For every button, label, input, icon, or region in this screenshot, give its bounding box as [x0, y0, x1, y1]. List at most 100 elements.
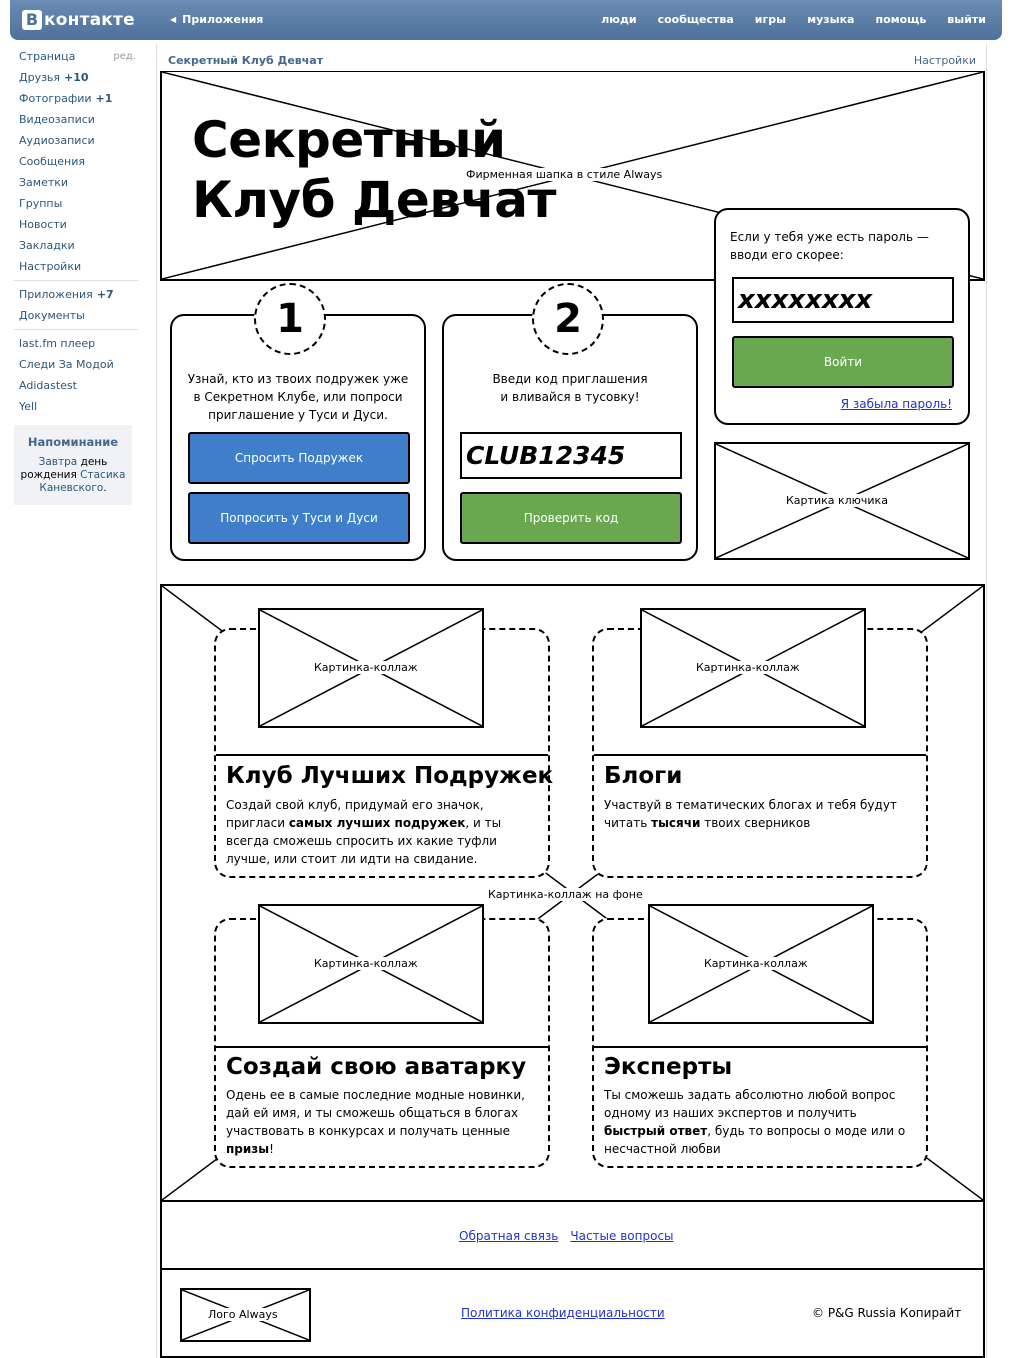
reminder-text: . — [103, 482, 107, 494]
app-settings-link[interactable]: Настройки — [913, 54, 976, 67]
apps-back-link[interactable]: ◀ Приложения — [170, 13, 263, 26]
collage-image-placeholder: Картинка-коллаж — [258, 904, 484, 1024]
logo-label: Лого Always — [204, 1308, 282, 1321]
banner-title: Секретный Клуб Девчат — [192, 110, 557, 230]
feature-text: Участвуй в тематических блогах и тебя бу… — [604, 798, 897, 830]
step2-text-line: Введи код приглашения — [492, 372, 648, 386]
footer — [160, 1200, 985, 1358]
invite-code-input[interactable]: CLUB12345 — [460, 432, 682, 479]
step2-number: 2 — [532, 283, 604, 355]
feature-divider — [216, 754, 548, 756]
footer-links: Обратная связь Частые вопросы — [459, 1229, 674, 1243]
login-button[interactable]: Войти — [732, 336, 954, 388]
menu-divider — [14, 329, 138, 330]
step1-text: Узнай, кто из твоих подружек уже в Секре… — [187, 372, 409, 422]
feature-title: Эксперты — [604, 1054, 733, 1080]
collage-image-label: Картинка-коллаж — [692, 661, 804, 674]
collage-image-placeholder: Картинка-коллаж — [258, 608, 484, 728]
feature-text: Создай свой клуб, придумай его значок, п… — [226, 798, 502, 866]
menu-item-apps[interactable]: Приложения+7 — [14, 284, 138, 305]
menu-count: +1 — [95, 92, 113, 105]
reminder-date-link[interactable]: Завтра — [38, 456, 78, 468]
feature-title: Создай свою аватарку — [226, 1054, 527, 1080]
menu-label: Приложения — [19, 288, 93, 301]
key-image-placeholder: Картика ключика — [714, 442, 970, 560]
menu-count: +7 — [96, 288, 114, 301]
step2-text: Введи код приглашения и вливайся в тусов… — [456, 370, 684, 406]
chevron-left-icon: ◀ — [170, 15, 177, 24]
privacy-policy-link[interactable]: Политика конфиденциальности — [461, 1306, 665, 1320]
menu-item-page[interactable]: Страница ред. — [14, 46, 138, 67]
forgot-password-link[interactable]: Я забыла пароль! — [840, 397, 952, 411]
collage-background-label: Картинка-коллаж на фоне — [484, 888, 647, 901]
menu-item-documents[interactable]: Документы — [19, 309, 85, 322]
left-menu: Страница ред. Друзья+10 Фотографии+1 Вид… — [14, 46, 138, 417]
reminder-name-link[interactable]: Стасика — [80, 469, 126, 481]
menu-item-adidastest[interactable]: Adidastest — [19, 379, 77, 392]
logo-word: контакте — [44, 10, 135, 30]
feature-divider — [594, 754, 926, 756]
menu-item-yell[interactable]: Yell — [19, 400, 38, 413]
menu-label: Фотографии — [19, 92, 92, 105]
banner-placeholder-label: Фирменная шапка в стиле Always — [462, 168, 667, 181]
edit-link[interactable]: ред. — [113, 51, 136, 62]
nav-music[interactable]: музыка — [807, 13, 855, 26]
collage-image-placeholder: Картинка-коллаж — [640, 608, 866, 728]
always-logo-placeholder: Лого Always — [180, 1288, 311, 1342]
menu-item-groups[interactable]: Группы — [19, 197, 63, 210]
menu-item-audio[interactable]: Аудиозаписи — [19, 134, 95, 147]
reminder-box: Напоминание Завтра день рождения Стасика… — [14, 425, 132, 505]
menu-label: Друзья — [19, 71, 61, 84]
password-input[interactable]: xxxxxxxx — [732, 277, 954, 323]
login-card: Если у тебя уже есть пароль — вводи его … — [714, 208, 970, 425]
ask-tusya-dusya-button[interactable]: Попросить у Туси и Дуси — [188, 492, 410, 544]
reminder-body: Завтра день рождения Стасика Каневского. — [14, 456, 132, 495]
feature-text: Ты сможешь задать абсолютно любой вопрос… — [604, 1088, 906, 1156]
menu-item-friends[interactable]: Друзья+10 — [14, 67, 138, 88]
feature-title: Клуб Лучших Подружек — [226, 763, 554, 789]
reminder-name-link[interactable]: Каневского — [39, 482, 104, 494]
nav-help[interactable]: помощь — [875, 13, 927, 26]
faq-link[interactable]: Частые вопросы — [570, 1229, 674, 1243]
nav-games[interactable]: игры — [754, 13, 787, 26]
ask-friends-button[interactable]: Спросить Подружек — [188, 432, 410, 484]
apps-link-label: Приложения — [182, 13, 264, 26]
top-nav: люди сообщества игры музыка помощь выйти — [601, 13, 986, 26]
menu-item-notes[interactable]: Заметки — [19, 176, 69, 189]
collage-image-placeholder: Картинка-коллаж — [648, 904, 874, 1024]
login-prompt: Если у тебя уже есть пароль — вводи его … — [730, 230, 929, 262]
collage-image-label: Картинка-коллаж — [700, 957, 812, 970]
check-code-button[interactable]: Проверить код — [460, 492, 682, 544]
menu-label: Страница — [19, 50, 76, 63]
menu-item-lastfm[interactable]: last.fm плеер — [19, 337, 96, 350]
nav-people[interactable]: люди — [601, 13, 637, 26]
banner-title-line: Клуб Девчат — [192, 171, 557, 229]
step1-number: 1 — [254, 283, 326, 355]
copyright: © P&G Russia Копирайт — [812, 1306, 962, 1320]
column-border — [156, 44, 157, 1358]
reminder-title: Напоминание — [27, 435, 119, 449]
menu-item-photos[interactable]: Фотографии+1 — [14, 88, 138, 109]
vk-logo-icon: В — [22, 10, 42, 30]
menu-item-videos[interactable]: Видеозаписи — [19, 113, 95, 126]
feedback-link[interactable]: Обратная связь — [459, 1229, 559, 1243]
top-bar: В контакте ◀ Приложения люди сообщества … — [10, 0, 1002, 40]
feature-text: Одень ее в самые последние модные новинк… — [226, 1088, 525, 1156]
menu-item-fashion[interactable]: Следи За Модой — [19, 358, 114, 371]
collage-image-label: Картинка-коллаж — [310, 957, 422, 970]
vkontakte-logo[interactable]: В контакте — [22, 8, 135, 32]
column-border — [986, 44, 987, 1358]
banner-title-line: Секретный — [192, 111, 506, 169]
nav-logout[interactable]: выйти — [947, 13, 986, 26]
footer-rule — [160, 1268, 985, 1270]
collage-image-label: Картинка-коллаж — [310, 661, 422, 674]
key-image-label: Картика ключика — [782, 494, 892, 507]
menu-item-bookmarks[interactable]: Закладки — [19, 239, 75, 252]
menu-item-messages[interactable]: Сообщения — [19, 155, 86, 168]
menu-item-settings[interactable]: Настройки — [19, 260, 82, 273]
step2-text-line: и вливайся в тусовку! — [500, 390, 640, 404]
menu-item-news[interactable]: Новости — [19, 218, 67, 231]
reminder-text: рождения — [20, 469, 77, 481]
nav-communities[interactable]: сообщества — [657, 13, 734, 26]
app-title: Секретный Клуб Девчат — [168, 54, 324, 67]
